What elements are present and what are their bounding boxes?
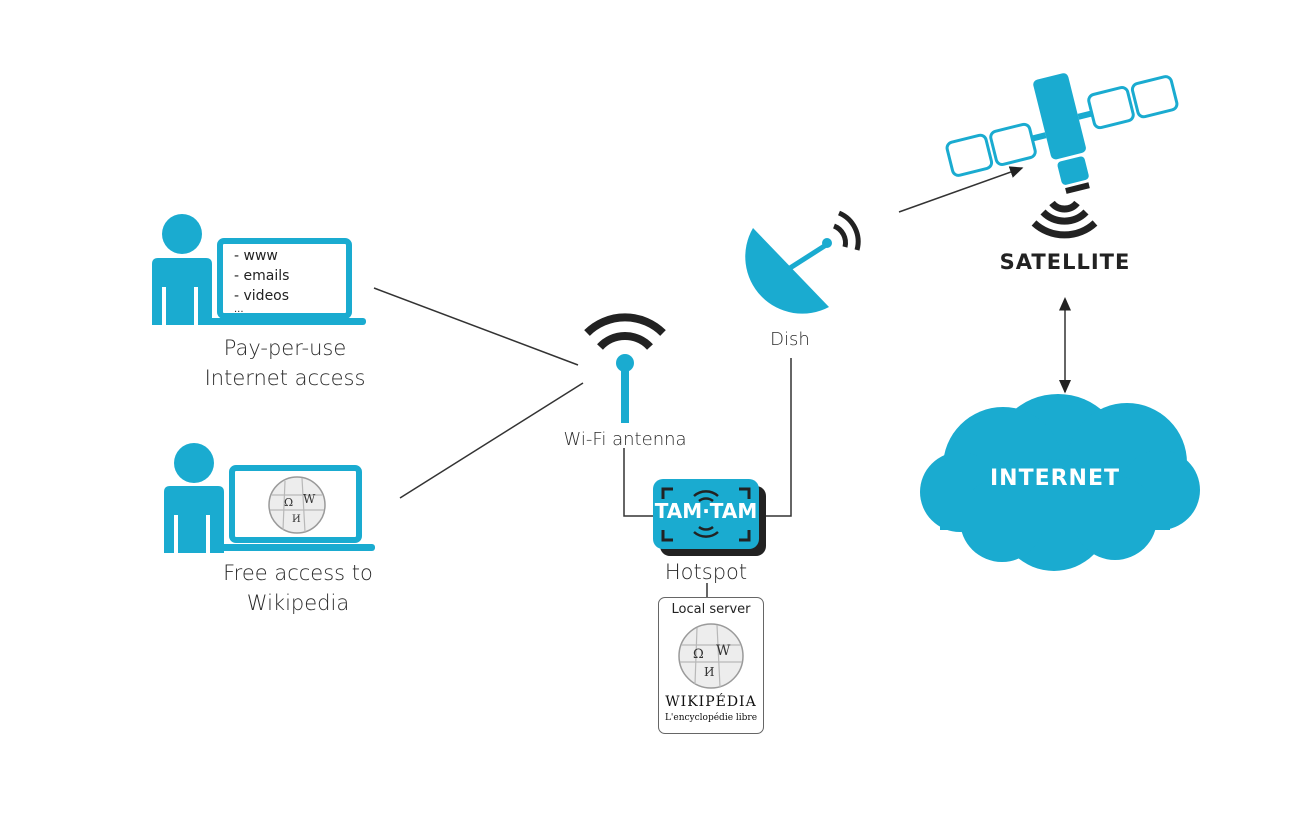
laptop-icon <box>217 465 375 551</box>
svg-text:W: W <box>716 643 731 659</box>
connector-hotspot-dish <box>766 358 792 517</box>
svg-text:Ω: Ω <box>284 496 293 509</box>
wikipedia-tagline: L'encyclopédie libre <box>664 713 758 723</box>
dish-icon <box>745 210 861 314</box>
connector-antenna-hotspot <box>623 448 653 517</box>
user1-label: Pay-per-use Internet access <box>175 333 395 393</box>
screen-item: - videos <box>234 288 290 304</box>
internet-label: INTERNET <box>989 466 1121 491</box>
hotspot-label: Hotspot <box>664 560 748 584</box>
satellite-label: SATELLITE <box>999 250 1131 274</box>
user2-label-line2: Wikipedia <box>246 591 350 615</box>
svg-text:И: И <box>292 514 301 525</box>
local-server-box: Local server Ω W И WIKIPÉDIA L'encyclopé… <box>658 597 764 734</box>
svg-text:W: W <box>303 492 316 506</box>
laptop-icon <box>205 238 366 325</box>
user1-label-line1: Pay-per-use <box>223 336 347 360</box>
antenna-label: Wi-Fi antenna <box>563 429 687 450</box>
dish-label: Dish <box>770 329 810 350</box>
local-server-title: Local server <box>671 602 751 617</box>
connector-user2-antenna <box>399 382 584 499</box>
user-icon <box>164 443 224 553</box>
user-icon <box>152 214 212 325</box>
screen-item: - emails <box>234 268 290 284</box>
satellite-icon <box>945 73 1179 194</box>
wikipedia-globe-icon: Ω W И <box>268 476 326 534</box>
satellite-signal-icon <box>1031 200 1098 239</box>
laptop-screen-list: - www - emails - videos ... <box>234 246 290 315</box>
user2-label: Free access to Wikipedia <box>188 558 408 618</box>
hotspot-device <box>653 479 766 556</box>
wifi-antenna-icon <box>584 313 666 423</box>
svg-text:И: И <box>704 665 714 679</box>
wikipedia-globe-icon: Ω W И <box>678 623 744 689</box>
svg-text:Ω: Ω <box>693 647 704 662</box>
screen-item: - www <box>234 248 278 264</box>
arrow-dish-satellite <box>898 166 1024 213</box>
user2-label-line1: Free access to <box>223 561 373 585</box>
wikipedia-wordmark: WIKIPÉDIA <box>665 694 757 710</box>
user1-label-line2: Internet access <box>204 366 366 390</box>
cloud-icon <box>920 394 1200 571</box>
connector-user1-antenna <box>373 287 579 366</box>
screen-item: ... <box>234 304 244 315</box>
hotspot-brand: TAM·TAM <box>654 499 758 523</box>
